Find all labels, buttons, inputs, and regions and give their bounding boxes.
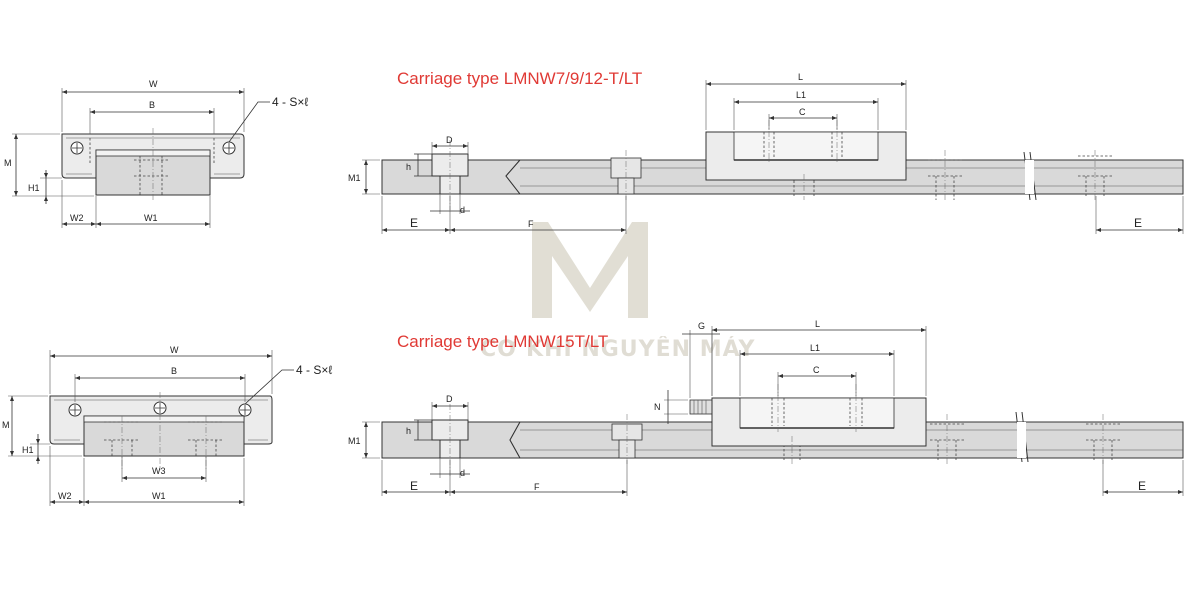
label-W-bottom: W <box>170 345 179 355</box>
label-E-right-top: E <box>1134 216 1142 230</box>
watermark-logo: CƠ KHÍ NGUYÊN MÁY <box>480 222 756 362</box>
label-E-left-top: E <box>410 216 418 230</box>
label-N: N <box>654 402 661 412</box>
title-carriage-type-bottom: Carriage type LMNW15T/LT <box>397 332 609 351</box>
label-M: M <box>4 158 12 168</box>
label-H1-bottom: H1 <box>22 445 34 455</box>
label-E-left-bottom: E <box>410 479 418 493</box>
label-C-bottom: C <box>813 365 820 375</box>
label-H1: H1 <box>28 183 40 193</box>
title-carriage-type-top: Carriage type LMNW7/9/12-T/LT <box>397 69 643 88</box>
label-h: h <box>406 162 411 172</box>
label-W1-bottom: W1 <box>152 491 166 501</box>
section-view-top: W B 4 - S×ℓ M H1 W2 W1 <box>4 79 308 228</box>
label-M1-bottom: M1 <box>348 436 361 446</box>
label-F-bottom: F <box>534 482 540 492</box>
label-W2-bottom: W2 <box>58 491 72 501</box>
watermark-text: CƠ KHÍ NGUYÊN MÁY <box>480 336 756 362</box>
label-d-bottom: d <box>460 468 465 478</box>
label-d: d <box>460 205 465 215</box>
side-view-bottom: G N L L1 C D h d M1 <box>348 319 1184 496</box>
label-L1: L1 <box>796 90 806 100</box>
label-B-bottom: B <box>171 366 177 376</box>
label-L-bottom: L <box>815 319 820 329</box>
label-screw: 4 - S×ℓ <box>272 95 308 109</box>
label-E-right-bottom: E <box>1138 479 1146 493</box>
label-h-bottom: h <box>406 426 411 436</box>
label-D: D <box>446 135 453 145</box>
label-D-bottom: D <box>446 394 453 404</box>
label-W1: W1 <box>144 213 158 223</box>
label-W: W <box>149 79 158 89</box>
side-view-top: L L1 C D h d M1 E F E <box>348 72 1184 234</box>
label-B: B <box>149 100 155 110</box>
label-F-top: F <box>528 219 534 229</box>
label-M1: M1 <box>348 173 361 183</box>
label-W3: W3 <box>152 466 166 476</box>
label-L1-bottom: L1 <box>810 343 820 353</box>
label-W2: W2 <box>70 213 84 223</box>
label-L: L <box>798 72 803 82</box>
label-screw-bottom: 4 - S×ℓ <box>296 363 332 377</box>
label-M-bottom: M <box>2 420 10 430</box>
section-view-bottom: W B 4 - S×ℓ M H1 W3 W2 W1 <box>2 345 332 506</box>
label-G: G <box>698 321 705 331</box>
label-C: C <box>799 107 806 117</box>
